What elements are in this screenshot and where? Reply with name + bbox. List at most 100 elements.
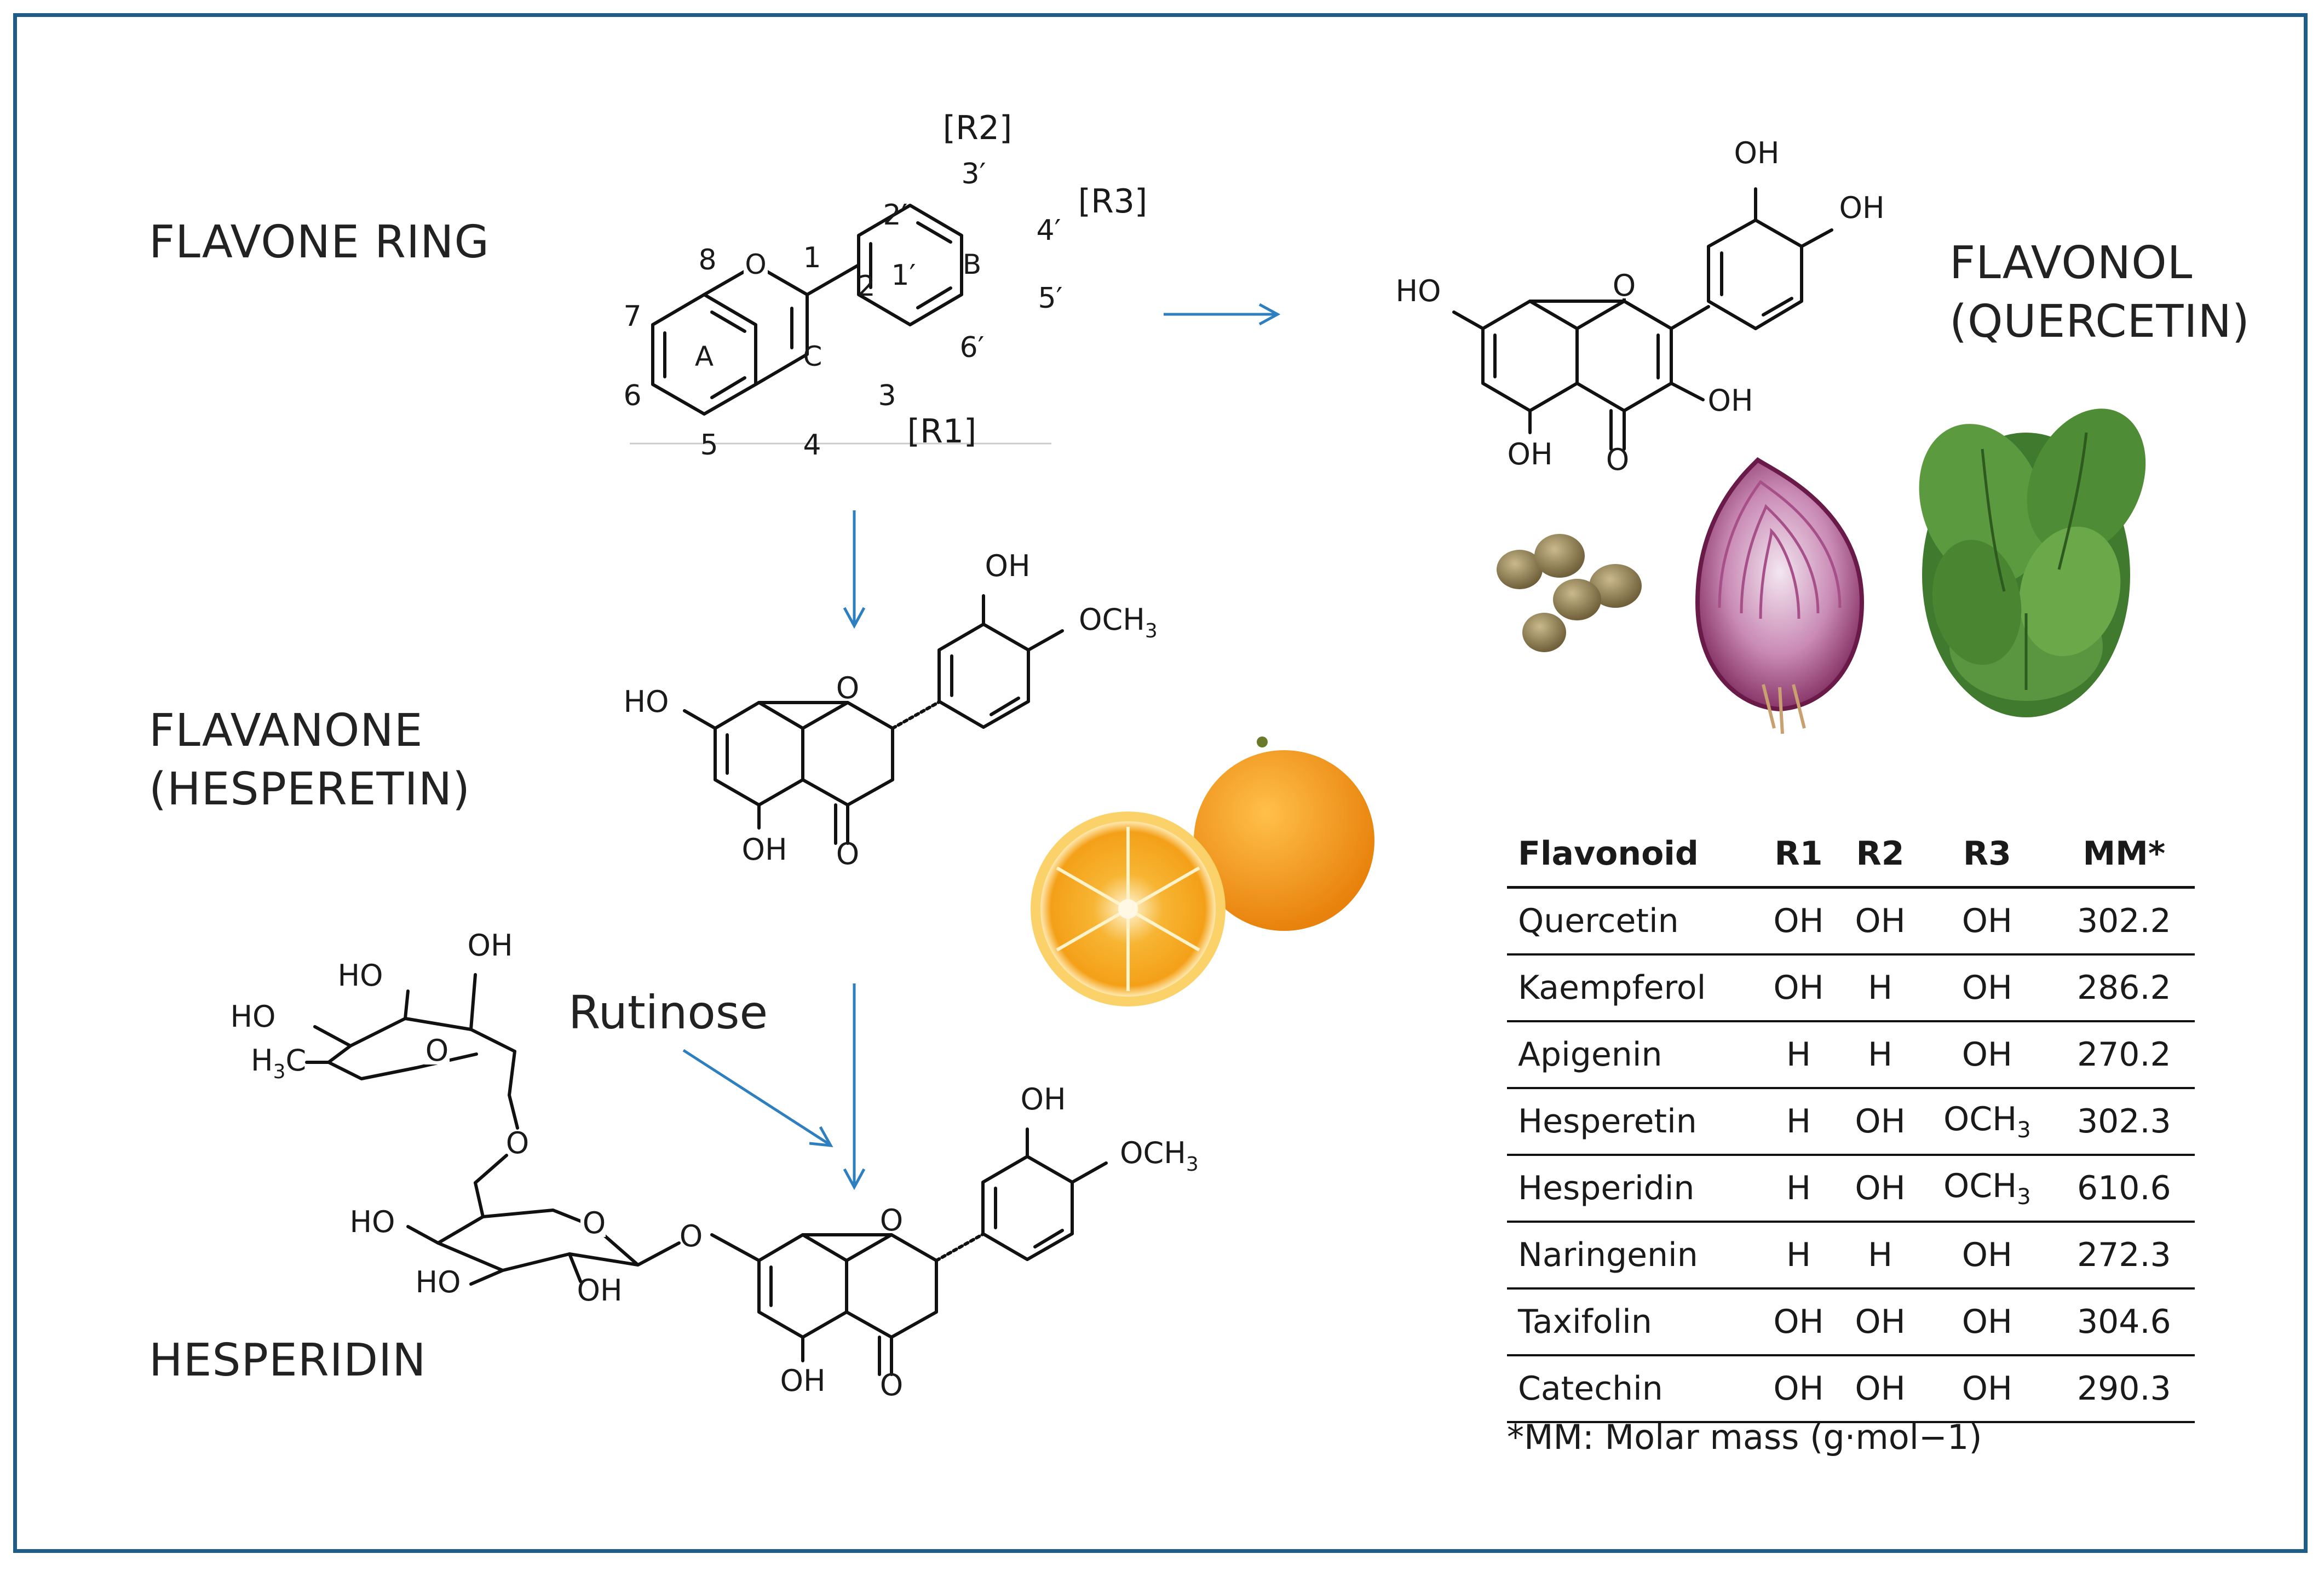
table-cell: 270.2	[2053, 1021, 2195, 1089]
hesperidin-oh-3prime: OH	[1020, 1082, 1066, 1117]
substituent-r2: [R2]	[943, 109, 1013, 147]
label-hesperidin: HESPERIDIN	[149, 1334, 427, 1386]
table-cell: OH	[1839, 1288, 1922, 1356]
table-cell: OCH3	[1921, 1155, 2053, 1223]
hesperetin-o-ring: O	[836, 671, 860, 705]
quercetin-ring-a	[1481, 300, 1579, 412]
hesperidin-oh-5: OH	[780, 1363, 825, 1398]
position-3-prime: 3′	[962, 158, 986, 191]
flavone-o-atom: O	[745, 249, 766, 280]
rhamnose-ho-left: HO	[337, 958, 383, 993]
flavonoid-name-cell: Catechin	[1507, 1355, 1758, 1423]
position-3: 3	[878, 379, 896, 412]
reaction-arrows	[682, 303, 1281, 1190]
label-flavonol: FLAVONOL (QUERCETIN)	[1949, 234, 2250, 351]
quercetin-oh-5: OH	[1507, 437, 1552, 471]
hesperidin-carbonyl-o: O	[880, 1368, 904, 1402]
table-cell: OH	[1921, 1288, 2053, 1356]
orange-illustration	[1031, 736, 1374, 1006]
glucose-ho-3: HO	[415, 1265, 461, 1299]
table-cell: H	[1839, 1021, 1922, 1089]
table-cell: 290.3	[2053, 1355, 2195, 1423]
quercetin-oh-3prime: OH	[1734, 136, 1779, 170]
table-cell: OH	[1839, 1088, 1922, 1156]
hesperidin-glycosidic-o: O	[680, 1219, 703, 1253]
orange-whole	[1194, 750, 1374, 931]
position-2-prime: 2′	[883, 199, 908, 232]
table-cell: OH	[1921, 1355, 2053, 1423]
table-cell: OH	[1921, 954, 2053, 1022]
table-cell: OH	[1921, 1021, 2053, 1089]
table-cell: H	[1758, 1088, 1840, 1156]
table-cell: OH	[1921, 887, 2053, 956]
table-cell: OH	[1758, 1355, 1840, 1423]
label-flavonol-line1: FLAVONOL	[1949, 237, 2193, 289]
table-cell: OH	[1758, 887, 1840, 956]
rhamnose-methyl: H3C	[251, 1043, 306, 1083]
position-7: 7	[623, 300, 641, 333]
table-cell: OH	[1839, 887, 1922, 956]
glucose-linker-o: O	[506, 1126, 530, 1160]
header-r3: R3	[1921, 821, 2053, 889]
label-rutinose: Rutinose	[568, 986, 768, 1039]
quercetin-carbonyl-o: O	[1606, 442, 1630, 477]
quercetin-oh-3: OH	[1707, 383, 1753, 418]
flavonoid-name-cell: Taxifolin	[1507, 1288, 1758, 1356]
glucose-ho-4: HO	[349, 1205, 395, 1239]
substituent-r1: [R1]	[907, 412, 977, 451]
table-cell: H	[1758, 1021, 1840, 1089]
flavonoid-name-cell: Quercetin	[1507, 887, 1758, 956]
position-5-prime: 5′	[1038, 282, 1063, 315]
header-mm: MM*	[2053, 821, 2195, 889]
table-cell: OH	[1758, 1288, 1840, 1356]
hesperetin-och3: OCH3	[1079, 602, 1158, 642]
table-cell: H	[1839, 954, 1922, 1022]
table-cell: 302.2	[2053, 887, 2195, 956]
label-flavanone-line2: (HESPERETIN)	[149, 763, 471, 815]
header-flavonoid: Flavonoid	[1507, 821, 1758, 889]
flavonoid-name-cell: Kaempferol	[1507, 954, 1758, 1022]
table-cell: 302.3	[2053, 1088, 2195, 1156]
hesperetin-structure: O O HO OH OH OCH3	[623, 549, 1157, 871]
table-cell: OH	[1758, 954, 1840, 1022]
quercetin-oh-4prime: OH	[1839, 191, 1884, 225]
flavonoid-name-cell: Hesperidin	[1507, 1155, 1758, 1223]
position-6: 6	[623, 379, 641, 412]
table-cell: H	[1758, 1155, 1840, 1223]
table-cell: 286.2	[2053, 954, 2195, 1022]
ring-label-b: B	[963, 249, 981, 280]
table-cell: H	[1758, 1222, 1840, 1290]
flavonoid-name-cell: Hesperetin	[1507, 1088, 1758, 1156]
label-flavanone-line1: FLAVANONE	[149, 705, 423, 757]
header-r1: R1	[1758, 821, 1840, 889]
hesperetin-carbonyl-o: O	[836, 837, 860, 871]
quercetin-structure: O O HO OH OH OH OH	[1395, 136, 1884, 477]
flavone-ring-structure: O A C B 1 2 3 4 5 6 7 8 1′ 2′ 3′ 4′ 5′ 6…	[623, 109, 1147, 462]
position-1: 1	[803, 241, 821, 274]
rhamnose-ho-side: HO	[230, 999, 275, 1034]
rhamnose-ring-o: O	[425, 1033, 449, 1068]
position-8: 8	[698, 244, 716, 277]
caper-illustration	[1497, 534, 1642, 652]
table-cell: 610.6	[2053, 1155, 2195, 1223]
quercetin-ho-7: HO	[1395, 274, 1441, 308]
glucose-oh-2: OH	[577, 1273, 622, 1308]
ring-label-c: C	[803, 341, 822, 372]
ring-label-a: A	[695, 341, 714, 372]
substituent-r3: [R3]	[1078, 182, 1148, 221]
position-4-prime: 4′	[1037, 214, 1061, 247]
table-cell: 304.6	[2053, 1288, 2195, 1356]
rhamnose-oh-top: OH	[467, 928, 513, 963]
glucose-ring-o: O	[583, 1206, 606, 1240]
arrow-rutinose	[682, 1049, 831, 1146]
table-cell: 272.3	[2053, 1222, 2195, 1290]
hesperetin-oh-5: OH	[741, 832, 787, 867]
